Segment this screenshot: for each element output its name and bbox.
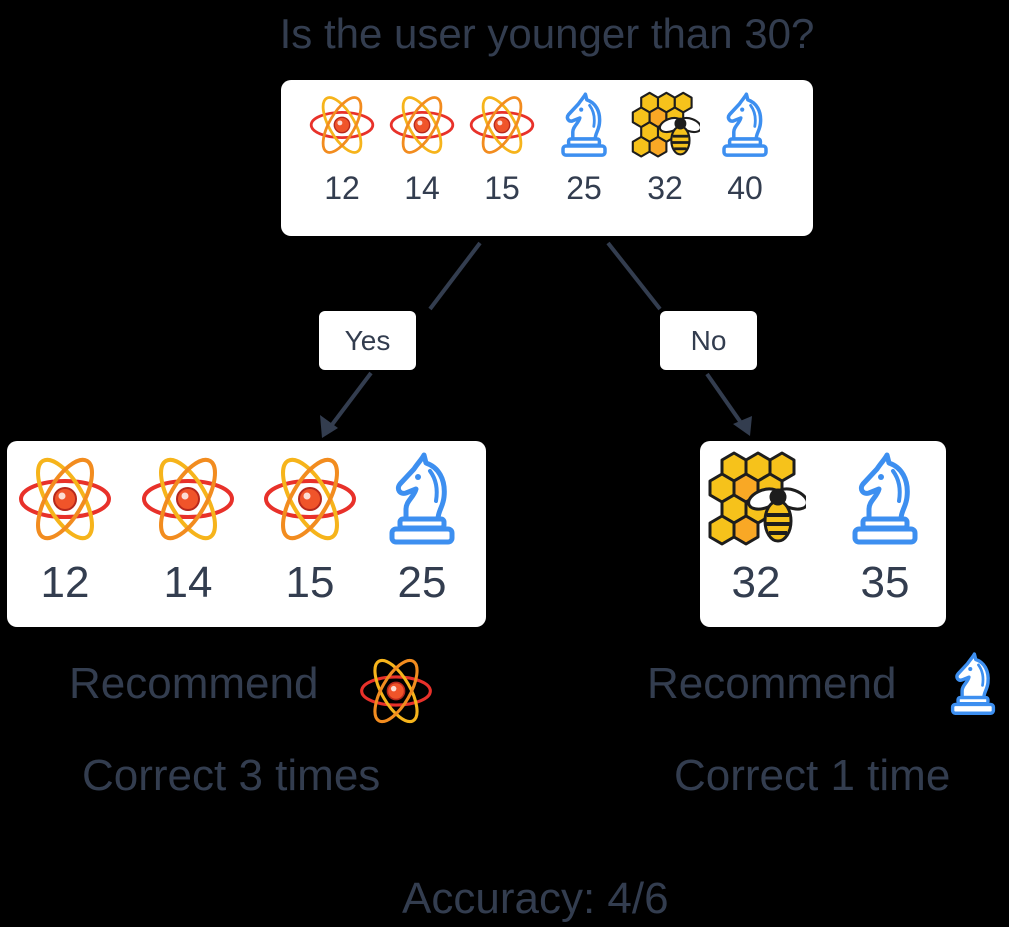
chess-knight-icon xyxy=(549,90,619,160)
chess-knight-icon xyxy=(835,449,935,549)
atom-icon xyxy=(387,90,457,160)
atom-icon xyxy=(467,90,537,160)
right-correct-count: Correct 1 time xyxy=(674,751,951,800)
leaf-item: 15 xyxy=(260,449,360,607)
chess-knight-icon xyxy=(939,646,1007,722)
leaf-item: 35 xyxy=(835,449,935,607)
chess-knight-icon xyxy=(372,449,472,549)
atom-icon xyxy=(15,449,115,549)
atom-icon xyxy=(260,449,360,549)
atom-icon xyxy=(357,652,435,730)
age-value: 25 xyxy=(397,558,447,607)
age-value: 32 xyxy=(647,170,683,206)
age-value: 40 xyxy=(727,170,763,206)
yes-leaf-node: 12 14 15 25 xyxy=(7,441,486,627)
leaf-item: 12 xyxy=(15,449,115,607)
root-item: 14 xyxy=(377,90,467,206)
left-correct-count: Correct 3 times xyxy=(82,751,381,800)
left-recommend-label: Recommend xyxy=(69,659,319,708)
no-branch-label: No xyxy=(660,311,757,370)
yes-arrow xyxy=(326,371,373,432)
root-item: 32 xyxy=(620,90,710,206)
age-value: 32 xyxy=(731,558,781,607)
root-item: 12 xyxy=(297,90,387,206)
leaf-item: 14 xyxy=(138,449,238,607)
question-title: Is the user younger than 30? xyxy=(279,10,815,57)
yes-arrowhead xyxy=(320,415,338,438)
age-value: 35 xyxy=(860,558,910,607)
age-value: 15 xyxy=(484,170,520,206)
accuracy-summary: Accuracy: 4/6 xyxy=(402,874,669,923)
leaf-item: 32 xyxy=(706,449,806,607)
no-leaf-node: 32 35 xyxy=(700,441,946,627)
age-value: 25 xyxy=(566,170,602,206)
leaf-item: 25 xyxy=(372,449,472,607)
age-value: 15 xyxy=(285,558,335,607)
no-arrowhead xyxy=(733,416,752,436)
honeycomb-bee-icon xyxy=(630,90,700,160)
yes-branch-label: Yes xyxy=(319,311,416,370)
atom-icon xyxy=(307,90,377,160)
chess-knight-icon xyxy=(710,90,780,160)
honeycomb-bee-icon xyxy=(706,449,806,549)
root-item: 15 xyxy=(457,90,547,206)
right-recommend-label: Recommend xyxy=(647,659,897,708)
age-value: 12 xyxy=(324,170,360,206)
atom-icon xyxy=(138,449,238,549)
age-value: 14 xyxy=(404,170,440,206)
age-value: 14 xyxy=(163,558,213,607)
root-item: 25 xyxy=(539,90,629,206)
age-value: 12 xyxy=(40,558,90,607)
root-node: 12 14 15 25 32 40 xyxy=(281,80,813,236)
root-item: 40 xyxy=(700,90,790,206)
no-arrow xyxy=(705,372,746,429)
